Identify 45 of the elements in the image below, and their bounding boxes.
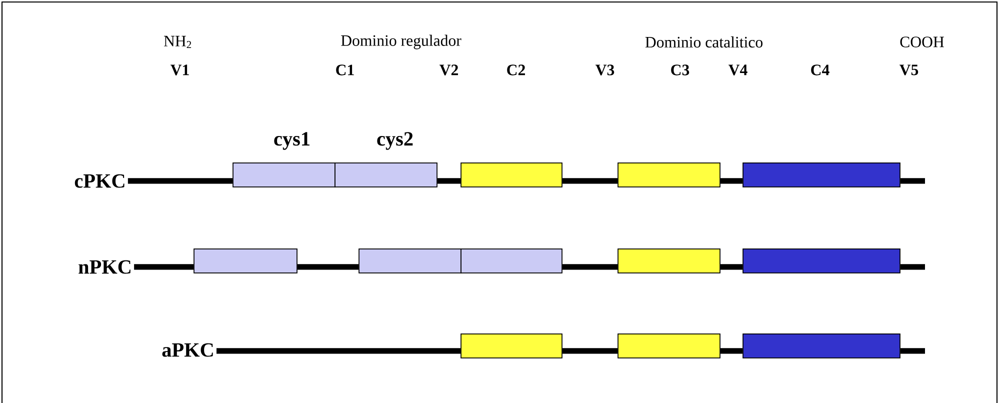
domain-box (460, 334, 562, 358)
region-label: C2 (507, 64, 525, 76)
domain-box (194, 248, 298, 274)
backbone-line (900, 348, 925, 354)
domain-label: cys2 (377, 132, 413, 150)
domain-box (334, 162, 438, 188)
row-label: aPKC (162, 343, 213, 357)
backbone-line (128, 178, 233, 184)
backbone-line (134, 264, 194, 270)
backbone-line (562, 348, 618, 354)
domain-heading: Dominio regulador (341, 34, 462, 50)
backbone-line (720, 348, 743, 354)
region-label: C4 (811, 64, 830, 76)
backbone-line (900, 264, 925, 270)
domain-box (618, 162, 720, 188)
domain-box (742, 334, 900, 358)
backbone-line (720, 264, 743, 270)
backbone-line (562, 178, 618, 184)
region-label: V1 (170, 64, 189, 76)
domain-heading: COOH (900, 36, 944, 48)
domain-box (232, 162, 336, 188)
domain-label: cys1 (274, 132, 310, 150)
region-label: C1 (336, 64, 354, 76)
region-label: V3 (596, 64, 614, 76)
domain-box (618, 334, 720, 358)
domain-box (358, 248, 462, 274)
backbone-line (437, 178, 461, 184)
row-label: nPKC (78, 260, 130, 274)
domain-box (742, 162, 900, 188)
backbone-line (900, 178, 925, 184)
backbone-line (720, 178, 743, 184)
region-label: V5 (900, 64, 918, 76)
domain-box (460, 248, 562, 274)
domain-heading: Dominio catalitico (645, 36, 762, 48)
region-label: C3 (671, 64, 690, 76)
row-label: cPKC (74, 174, 124, 188)
domain-heading: NH$_{2}$ (164, 36, 192, 48)
backbone-line (216, 348, 461, 354)
region-label: V4 (728, 64, 748, 76)
backbone-line (297, 264, 359, 270)
domain-box (742, 248, 900, 274)
domain-box (618, 248, 720, 274)
region-label: V2 (440, 64, 458, 76)
domain-box (460, 162, 562, 188)
backbone-line (562, 264, 618, 270)
